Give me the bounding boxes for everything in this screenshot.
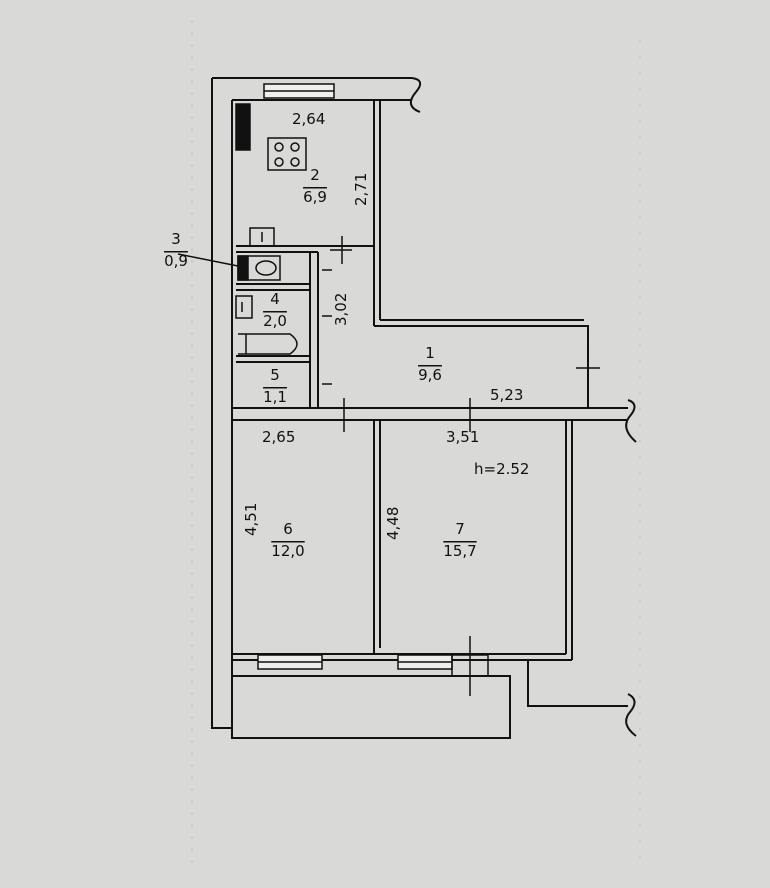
room-5-number: 5 <box>270 366 280 384</box>
room-6-number: 6 <box>283 520 293 538</box>
ceiling-height: h=2.52 <box>474 460 529 478</box>
dim-bath-depth: 3,02 <box>332 293 350 326</box>
sink-icon <box>249 227 275 247</box>
room-7-number: 7 <box>455 520 465 538</box>
outer-walls <box>211 77 637 739</box>
room-labels: 1 9,6 2 6,9 3 0,9 4 2,0 5 1,1 6 12,0 7 1… <box>164 166 477 560</box>
radiator-icon <box>235 103 251 151</box>
dim-room7-depth: 4,48 <box>384 507 402 540</box>
room-4-number: 4 <box>270 290 280 308</box>
dimension-labels: 2,64 2,71 3,02 5,23 2,65 4,51 3,51 4,48 … <box>242 110 529 540</box>
room-5-area: 1,1 <box>263 388 287 406</box>
dim-room6-depth: 4,51 <box>242 503 260 536</box>
room-2-number: 2 <box>310 166 320 184</box>
room-6-area: 12,0 <box>271 542 304 560</box>
dim-kitchen-depth: 2,71 <box>352 173 370 206</box>
room-7-area: 15,7 <box>443 542 476 560</box>
dim-kitchen-width: 2,64 <box>292 110 325 128</box>
door-marks <box>322 236 600 696</box>
stove-icon <box>267 137 307 171</box>
room-3-leader <box>177 253 239 267</box>
scan-noise <box>191 20 641 870</box>
room-2-area: 6,9 <box>303 188 327 206</box>
dim-room7-width: 3,51 <box>446 428 479 446</box>
windows <box>257 83 453 670</box>
room-1-area: 9,6 <box>418 366 442 384</box>
bathtub-icon <box>238 333 298 355</box>
room-1-number: 1 <box>425 344 435 362</box>
fixtures <box>235 103 307 355</box>
room-3-number: 3 <box>171 230 181 248</box>
room-4-area: 2,0 <box>263 312 287 330</box>
washbasin-icon <box>235 295 253 319</box>
dim-room6-width: 2,65 <box>262 428 295 446</box>
dim-hall-width: 5,23 <box>490 386 523 404</box>
room-3-area: 0,9 <box>164 252 188 270</box>
